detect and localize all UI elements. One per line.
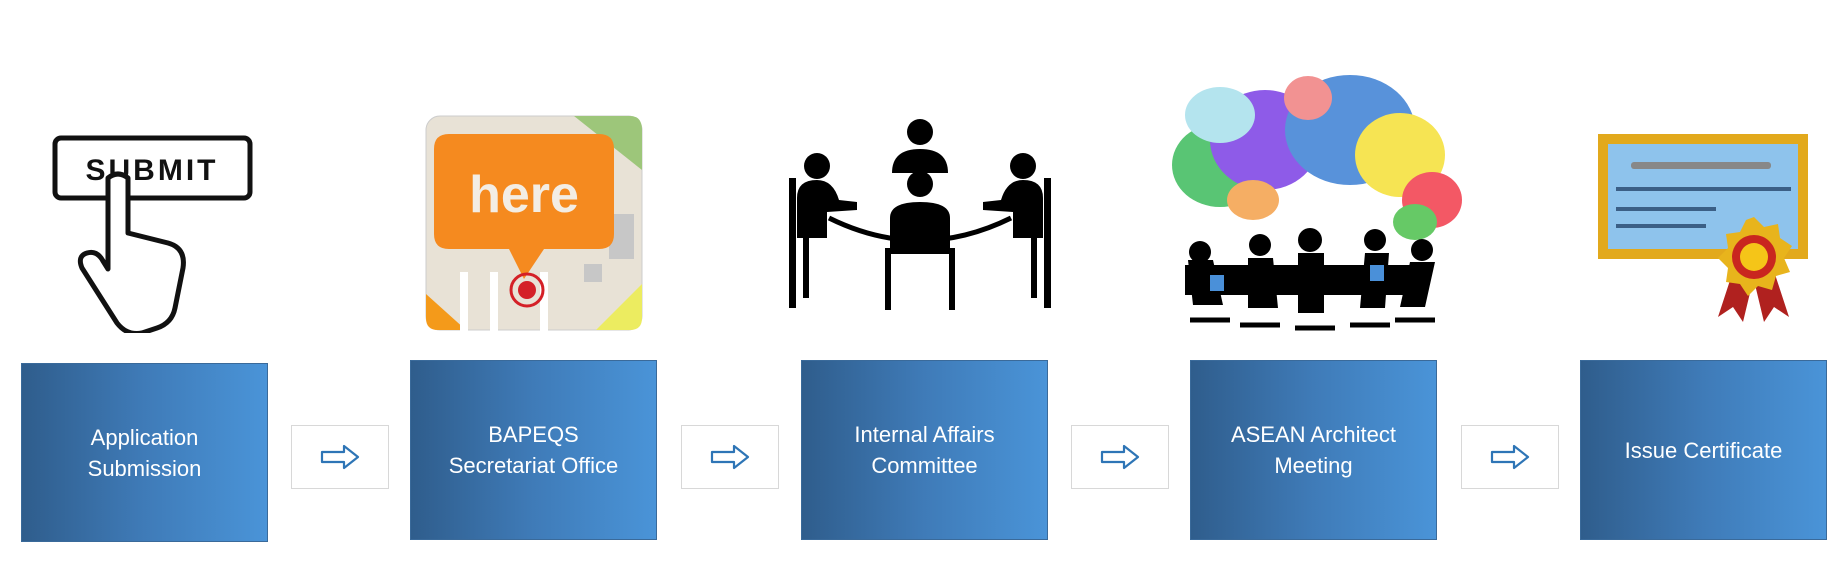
certificate-icon (1598, 134, 1808, 322)
flow-arrow-3 (1071, 425, 1169, 489)
right-arrow-icon (710, 444, 750, 470)
svg-text:here: here (469, 166, 579, 224)
flow-arrow-1 (291, 425, 389, 489)
step-internal-affairs-committee: Internal Affairs Committee (801, 360, 1048, 540)
flow-arrow-2 (681, 425, 779, 489)
right-arrow-icon (320, 444, 360, 470)
committee-table-icon (789, 119, 1051, 310)
step-issue-certificate: Issue Certificate (1580, 360, 1827, 540)
meeting-speech-bubbles-icon (1172, 75, 1462, 331)
right-arrow-icon (1100, 444, 1140, 470)
map-here-pin-icon: here (425, 115, 643, 332)
step-bapeqs-secretariat-office: BAPEQS Secretariat Office (410, 360, 657, 540)
flow-arrow-4 (1461, 425, 1559, 489)
step-asean-architect-meeting: ASEAN Architect Meeting (1190, 360, 1437, 540)
submit-button-hand-icon: SUBMIT (52, 135, 253, 333)
right-arrow-icon (1490, 444, 1530, 470)
step-application-submission: Application Submission (21, 363, 268, 542)
svg-text:SUBMIT: SUBMIT (86, 154, 219, 187)
